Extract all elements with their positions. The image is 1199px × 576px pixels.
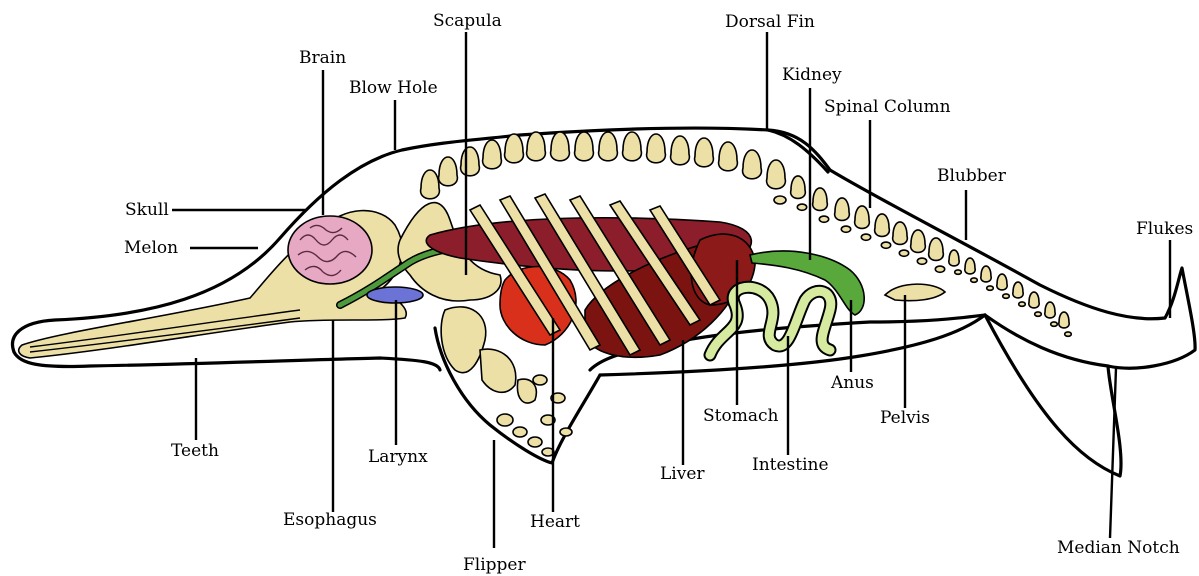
vertebra (461, 147, 480, 176)
vertebra (439, 157, 458, 186)
vertebra (893, 222, 908, 244)
vertebra (813, 188, 828, 210)
vertebra (551, 132, 570, 161)
vertebra (483, 140, 502, 169)
vertebra-chevron (1019, 302, 1026, 306)
label-blow-hole: Blow Hole (349, 78, 438, 98)
label-kidney: Kidney (782, 65, 842, 85)
vertebra (599, 132, 618, 161)
label-blubber: Blubber (937, 166, 1007, 186)
vertebra-chevron (861, 234, 870, 240)
vertebra (855, 206, 870, 228)
vertebra (911, 230, 926, 252)
label-dorsal-fin: Dorsal Fin (725, 12, 815, 32)
pelvis (885, 284, 945, 301)
label-skull: Skull (125, 200, 169, 220)
label-esophagus: Esophagus (283, 510, 377, 530)
vertebra-chevron (899, 250, 908, 256)
label-stomach: Stomach (703, 406, 778, 426)
vertebra (647, 134, 666, 163)
label-median-notch: Median Notch (1057, 538, 1180, 558)
vertebra (719, 142, 738, 171)
label-scapula: Scapula (433, 11, 502, 31)
vertebra-chevron (774, 196, 786, 204)
label-flukes: Flukes (1136, 219, 1193, 239)
label-spinal-column: Spinal Column (824, 97, 951, 117)
vertebra (997, 274, 1007, 290)
vertebra-chevron (1003, 294, 1010, 298)
vertebra (1059, 312, 1069, 328)
vertebra (791, 176, 806, 198)
label-larynx: Larynx (368, 447, 428, 467)
label-teeth: Teeth (171, 441, 219, 461)
label-flipper: Flipper (463, 555, 526, 575)
label-pelvis: Pelvis (880, 408, 930, 428)
vertebra (875, 214, 890, 236)
vertebra (695, 138, 714, 167)
vertebra-chevron (1035, 312, 1042, 316)
intestine (710, 287, 831, 355)
label-melon: Melon (124, 238, 178, 258)
vertebra (1045, 302, 1055, 318)
vertebra-chevron (917, 258, 926, 264)
vertebra-chevron (935, 266, 944, 272)
vertebra-chevron (841, 226, 850, 232)
vertebra (767, 160, 786, 189)
vertebra (623, 132, 642, 161)
vertebra (527, 132, 546, 161)
vertebra (1013, 282, 1023, 298)
vertebra-chevron (1065, 332, 1072, 336)
label-liver: Liver (660, 464, 705, 484)
brain (288, 216, 372, 284)
vertebra (421, 170, 440, 199)
vertebra (835, 198, 850, 220)
vertebra-chevron (971, 278, 978, 282)
vertebra-chevron (797, 204, 806, 210)
vertebra (981, 266, 991, 282)
label-brain: Brain (299, 48, 346, 68)
vertebra (1029, 292, 1039, 308)
vertebra (965, 258, 975, 274)
vertebra-chevron (881, 242, 890, 248)
vertebra (949, 250, 959, 266)
label-intestine: Intestine (752, 455, 829, 475)
vertebra-chevron (819, 216, 828, 222)
vertebra (743, 150, 762, 179)
label-anus: Anus (830, 373, 874, 393)
vertebra (575, 132, 594, 161)
vertebra (671, 136, 690, 165)
label-heart: Heart (530, 512, 580, 532)
vertebra (505, 134, 524, 163)
vertebra (929, 238, 944, 260)
vertebra-chevron (987, 286, 994, 290)
vertebra-chevron (1051, 322, 1058, 326)
vertebra-chevron (955, 270, 962, 274)
